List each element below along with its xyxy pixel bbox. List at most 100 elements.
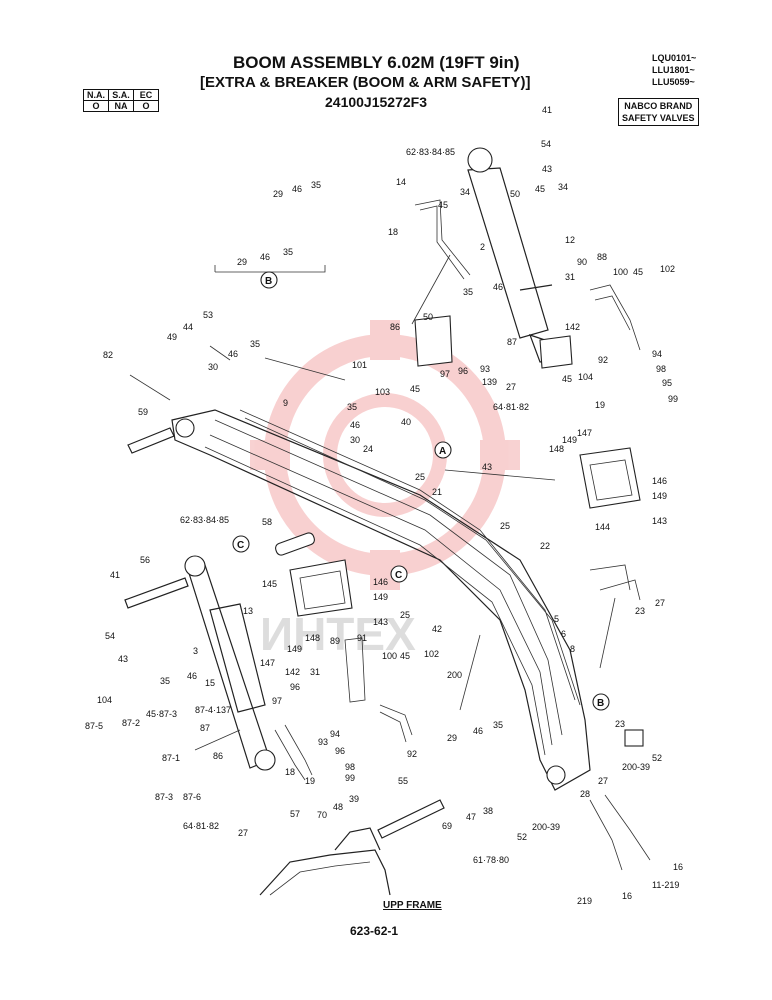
callout-c-mid [390, 565, 408, 583]
part-label: 45·87-3 [146, 709, 177, 719]
part-label: 45 [562, 374, 572, 384]
part-label: 57 [290, 809, 300, 819]
part-label: 35 [250, 339, 260, 349]
part-label: 64·81·82 [183, 821, 219, 831]
part-label: 25 [500, 521, 510, 531]
part-label: 92 [407, 749, 417, 759]
part-label: 45 [535, 184, 545, 194]
part-label: 104 [97, 695, 112, 705]
part-label: 50 [423, 312, 433, 322]
part-label: 148 [549, 444, 564, 454]
part-label: 35 [311, 180, 321, 190]
part-label: 90 [577, 257, 587, 267]
part-label: 47 [466, 812, 476, 822]
part-label: 8 [570, 644, 575, 654]
part-label: 96 [335, 746, 345, 756]
part-label: 45 [400, 651, 410, 661]
part-label: 139 [482, 377, 497, 387]
part-label: 6 [561, 629, 566, 639]
part-label: 12 [565, 235, 575, 245]
part-label: 149 [562, 435, 577, 445]
part-label: 96 [290, 682, 300, 692]
part-label: 91 [357, 633, 367, 643]
part-label: 87-3 [155, 792, 173, 802]
part-label: 97 [272, 696, 282, 706]
part-label: 200-39 [622, 762, 650, 772]
frame-label: UPP FRAME [383, 900, 442, 911]
callout-c-left [232, 535, 250, 553]
callout-c-left-label: C [237, 540, 244, 551]
part-label: 86 [213, 751, 223, 761]
part-label: 149 [373, 592, 388, 602]
part-label: 104 [578, 372, 593, 382]
part-label: 219 [577, 896, 592, 906]
part-label: 31 [310, 667, 320, 677]
part-label: 30 [208, 362, 218, 372]
part-label: 50 [510, 189, 520, 199]
part-label: 149 [652, 491, 667, 501]
part-label: 45 [633, 267, 643, 277]
part-label: 87 [200, 723, 210, 733]
part-label: 94 [652, 349, 662, 359]
part-label: 89 [330, 636, 340, 646]
part-label: 19 [595, 400, 605, 410]
part-label: 16 [622, 891, 632, 901]
part-label: 70 [317, 810, 327, 820]
part-label: 43 [482, 462, 492, 472]
callout-b-top-label: B [265, 276, 272, 287]
part-label: 56 [140, 555, 150, 565]
lower-cylinder [184, 555, 276, 771]
pins [124, 427, 644, 839]
part-label: 101 [352, 360, 367, 370]
part-label: 45 [438, 200, 448, 210]
part-label: 200 [447, 670, 462, 680]
hoses [274, 199, 651, 871]
part-label: 39 [349, 794, 359, 804]
callout-c-mid-label: C [395, 570, 402, 581]
part-label: 146 [652, 476, 667, 486]
part-label: 28 [580, 789, 590, 799]
part-label: 14 [396, 177, 406, 187]
part-label: 64·81·82 [493, 402, 529, 412]
part-label: 44 [183, 322, 193, 332]
part-label: 42 [432, 624, 442, 634]
part-label: 31 [565, 272, 575, 282]
part-label: 87 [507, 337, 517, 347]
part-label: 53 [203, 310, 213, 320]
part-label: 40 [401, 417, 411, 427]
part-label: 97 [440, 369, 450, 379]
part-label: 46 [260, 252, 270, 262]
part-label: 52 [652, 753, 662, 763]
part-label: 27 [598, 776, 608, 786]
part-label: 38 [483, 806, 493, 816]
watermark-text: ИНТЕХ [260, 608, 416, 660]
part-label: 146 [373, 577, 388, 587]
part-label: 19 [305, 776, 315, 786]
part-label: 43 [118, 654, 128, 664]
part-label: 35 [283, 247, 293, 257]
part-label: 147 [260, 658, 275, 668]
part-label: 23 [635, 606, 645, 616]
part-label: 46 [228, 349, 238, 359]
version-value: O [133, 100, 159, 112]
part-label: 147 [577, 428, 592, 438]
part-label: 27 [655, 598, 665, 608]
brand-box: NABCO BRAND SAFETY VALVES [618, 98, 699, 126]
part-label: 25 [400, 610, 410, 620]
part-label: 95 [662, 378, 672, 388]
part-label: 54 [541, 139, 551, 149]
callout-b-top [260, 271, 278, 289]
watermark-logo [250, 320, 520, 590]
part-labels: 41 54 62·83·84·85 43 14 29 46 35 29 46 3… [85, 105, 683, 906]
part-label: 43 [542, 164, 552, 174]
part-label: 87-1 [162, 753, 180, 763]
part-label: 11-219 [652, 880, 679, 890]
page-title: BOOM ASSEMBLY 6.02M (19FT 9in) [233, 53, 520, 72]
part-label: 92 [598, 355, 608, 365]
part-label: 100 [382, 651, 397, 661]
version-table: N.A. S.A. EC O NA O [83, 89, 159, 112]
part-label: 100 [613, 267, 628, 277]
part-label: 82 [103, 350, 113, 360]
part-label: 98 [345, 762, 355, 772]
part-label: 87-5 [85, 721, 103, 731]
